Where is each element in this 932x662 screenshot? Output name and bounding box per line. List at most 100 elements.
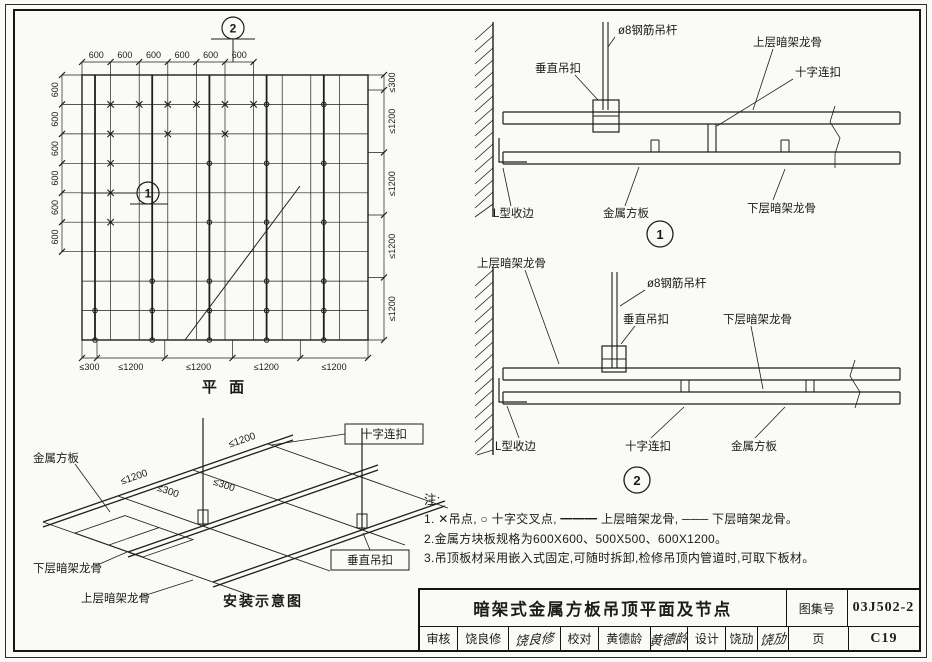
detail2-l-trim-label: L型收边 [495, 439, 536, 453]
dim-left-3: 600 [50, 141, 60, 156]
detail2-cross-connector-label: 十字连扣 [625, 439, 671, 453]
dim-bottom-5: ≤1200 [322, 362, 347, 372]
dim-right-2: ≤1200 [387, 109, 397, 134]
dim-left-1: 600 [50, 82, 60, 97]
detail1-rod-label: ø8钢筋吊杆 [618, 23, 678, 37]
iso-dim-300-b: ≤300 [212, 477, 237, 495]
note-line-3: 3.吊顶板材采用嵌入式固定,可随时拆卸,检修吊顶内管道时,可取下板材。 [424, 551, 815, 566]
detail-2-number-circle [623, 466, 651, 494]
panel-joints [680, 379, 815, 392]
metal-panels [502, 151, 901, 165]
title-block-row-2: 审核 饶良修 饶良修 校对 黄德龄 黄德龄 设计 饶劢 饶劢 页 C19 [420, 626, 919, 650]
dim-top-6: 600 [232, 50, 247, 60]
dim-bottom-1: ≤300 [80, 362, 100, 372]
notes-block: 注: 1. ✕吊点, ○ 十字交叉点, ━━━ 上层暗架龙骨, ─── 下层暗架… [424, 490, 920, 569]
detail2-rod-label: ø8钢筋吊杆 [647, 276, 707, 290]
checker-name: 黄德龄 [597, 627, 650, 650]
l-trim [498, 138, 527, 163]
dim-bottom-4: ≤1200 [254, 362, 279, 372]
iso-cross-connector-label: 十字连扣 [361, 427, 407, 441]
atlas-number-value: 03J502-2 [846, 590, 919, 626]
detail-2-drawing: 上层暗架龙骨 ø8钢筋吊杆 垂直吊扣 下层暗架龙骨 L型收边 十字连扣 金属方板… [474, 256, 901, 494]
cross-connector [707, 124, 717, 152]
plan-grid-vertical-lines [110, 75, 340, 340]
detail1-upper-keel-label: 上层暗架龙骨 [753, 35, 822, 49]
wall-hatch [474, 269, 494, 456]
note-line-2: 2.金属方块板规格为600X600、500X500、600X1200。 [424, 531, 728, 546]
hanger-rod [611, 272, 618, 368]
l-trim [498, 378, 527, 403]
dim-right-3: ≤1200 [387, 171, 397, 196]
dim-right-5: ≤1200 [387, 296, 397, 321]
iso-caption: 安装示意图 [223, 593, 303, 609]
dim-right-1: ≤300 [387, 73, 397, 93]
leader-lines [74, 433, 371, 598]
reviewer-name: 饶良修 [456, 627, 509, 650]
notes-header: 注: [424, 493, 441, 507]
detail2-lower-keel-label: 下层暗架龙骨 [723, 312, 792, 326]
detail-1-number: 1 [656, 227, 663, 242]
iso-upper-keel-label: 上层暗架龙骨 [81, 591, 150, 605]
panel-joints [650, 139, 790, 152]
detail-marker-2-number: 2 [230, 22, 237, 36]
iso-panel-label: 金属方板 [33, 451, 79, 465]
atlas-number-label: 图集号 [785, 590, 847, 626]
hanger-rods [202, 418, 363, 530]
check-label: 校对 [560, 627, 598, 650]
dim-left-6: 600 [50, 229, 60, 244]
metal-panels [502, 391, 901, 405]
page-number: C19 [847, 627, 919, 650]
iso-lower-keel-label: 下层暗架龙骨 [33, 561, 102, 575]
detail-1-number-circle [646, 220, 674, 248]
detail1-cross-connector-label: 十字连扣 [795, 65, 841, 79]
checker-signature-text: 黄德龄 [649, 631, 688, 650]
dim-left-4: 600 [50, 171, 60, 186]
iso-vertical-clip-label: 垂直吊扣 [347, 553, 393, 567]
break-mark [829, 105, 841, 168]
detail2-panel-label: 金属方板 [731, 439, 777, 453]
detail2-vertical-clip-label: 垂直吊扣 [623, 312, 669, 326]
title-block: 暗架式金属方板吊顶平面及节点 图集号 03J502-2 审核 饶良修 饶良修 校… [418, 588, 921, 652]
leader-lines [502, 36, 794, 207]
dim-right-4: ≤1200 [387, 234, 397, 259]
detail1-vertical-clip-label: 垂直吊扣 [535, 61, 581, 75]
lower-keel-lines [94, 75, 325, 340]
rod-clip-left [197, 509, 209, 525]
sheet-title: 暗架式金属方板吊顶平面及节点 [473, 601, 733, 619]
detail-marker-1-leader [82, 192, 168, 205]
detail-marker-2-leader [211, 38, 255, 62]
detail1-panel-label: 金属方板 [603, 206, 649, 220]
dimension-ticks [58, 58, 388, 362]
dim-top-2: 600 [117, 50, 132, 60]
designer-signature: 饶劢 [756, 627, 788, 650]
dim-top-5: 600 [203, 50, 218, 60]
review-label: 审核 [426, 632, 451, 646]
installation-isometric-drawing: 金属方板 十字连扣 垂直吊扣 下层暗架龙骨 上层暗架龙骨 ≤1200 ≤1200… [33, 418, 449, 609]
break-mark [849, 359, 861, 409]
designer-name: 饶劢 [725, 627, 756, 650]
dim-top-4: 600 [175, 50, 190, 60]
upper-keel [502, 367, 901, 381]
upper-keel [502, 111, 901, 125]
dim-top-1: 600 [89, 50, 104, 60]
designer-signature-text: 饶劢 [759, 631, 786, 650]
keel-rails [42, 434, 446, 588]
dim-bottom-2: ≤1200 [118, 362, 143, 372]
dim-bottom-3: ≤1200 [186, 362, 211, 372]
detail1-l-trim-label: L型收边 [493, 206, 534, 220]
detail-1-drawing: ø8钢筋吊杆 上层暗架龙骨 十字连扣 垂直吊扣 L型收边 金属方板 下层暗架龙骨… [474, 22, 901, 248]
reviewer-signature-text: 饶良修 [514, 631, 555, 650]
plan-cut-diagonal [184, 185, 301, 341]
detail2-upper-keel-label: 上层暗架龙骨 [477, 256, 546, 270]
note-line-1: 1. ✕吊点, ○ 十字交叉点, ━━━ 上层暗架龙骨, ─── 下层暗架龙骨。 [424, 512, 799, 527]
iso-dim-1200-b: ≤1200 [227, 431, 257, 451]
wall-hatch [474, 23, 494, 218]
hanger-rod [602, 22, 609, 110]
checker-signature: 黄德龄 [649, 627, 688, 650]
design-label: 设计 [687, 627, 725, 650]
ceiling-plan-drawing: 600 600 600 600 600 600 600 600 600 600 … [50, 16, 397, 396]
dim-top-3: 600 [146, 50, 161, 60]
rod-clip-right [356, 513, 368, 529]
dim-left-2: 600 [50, 112, 60, 127]
